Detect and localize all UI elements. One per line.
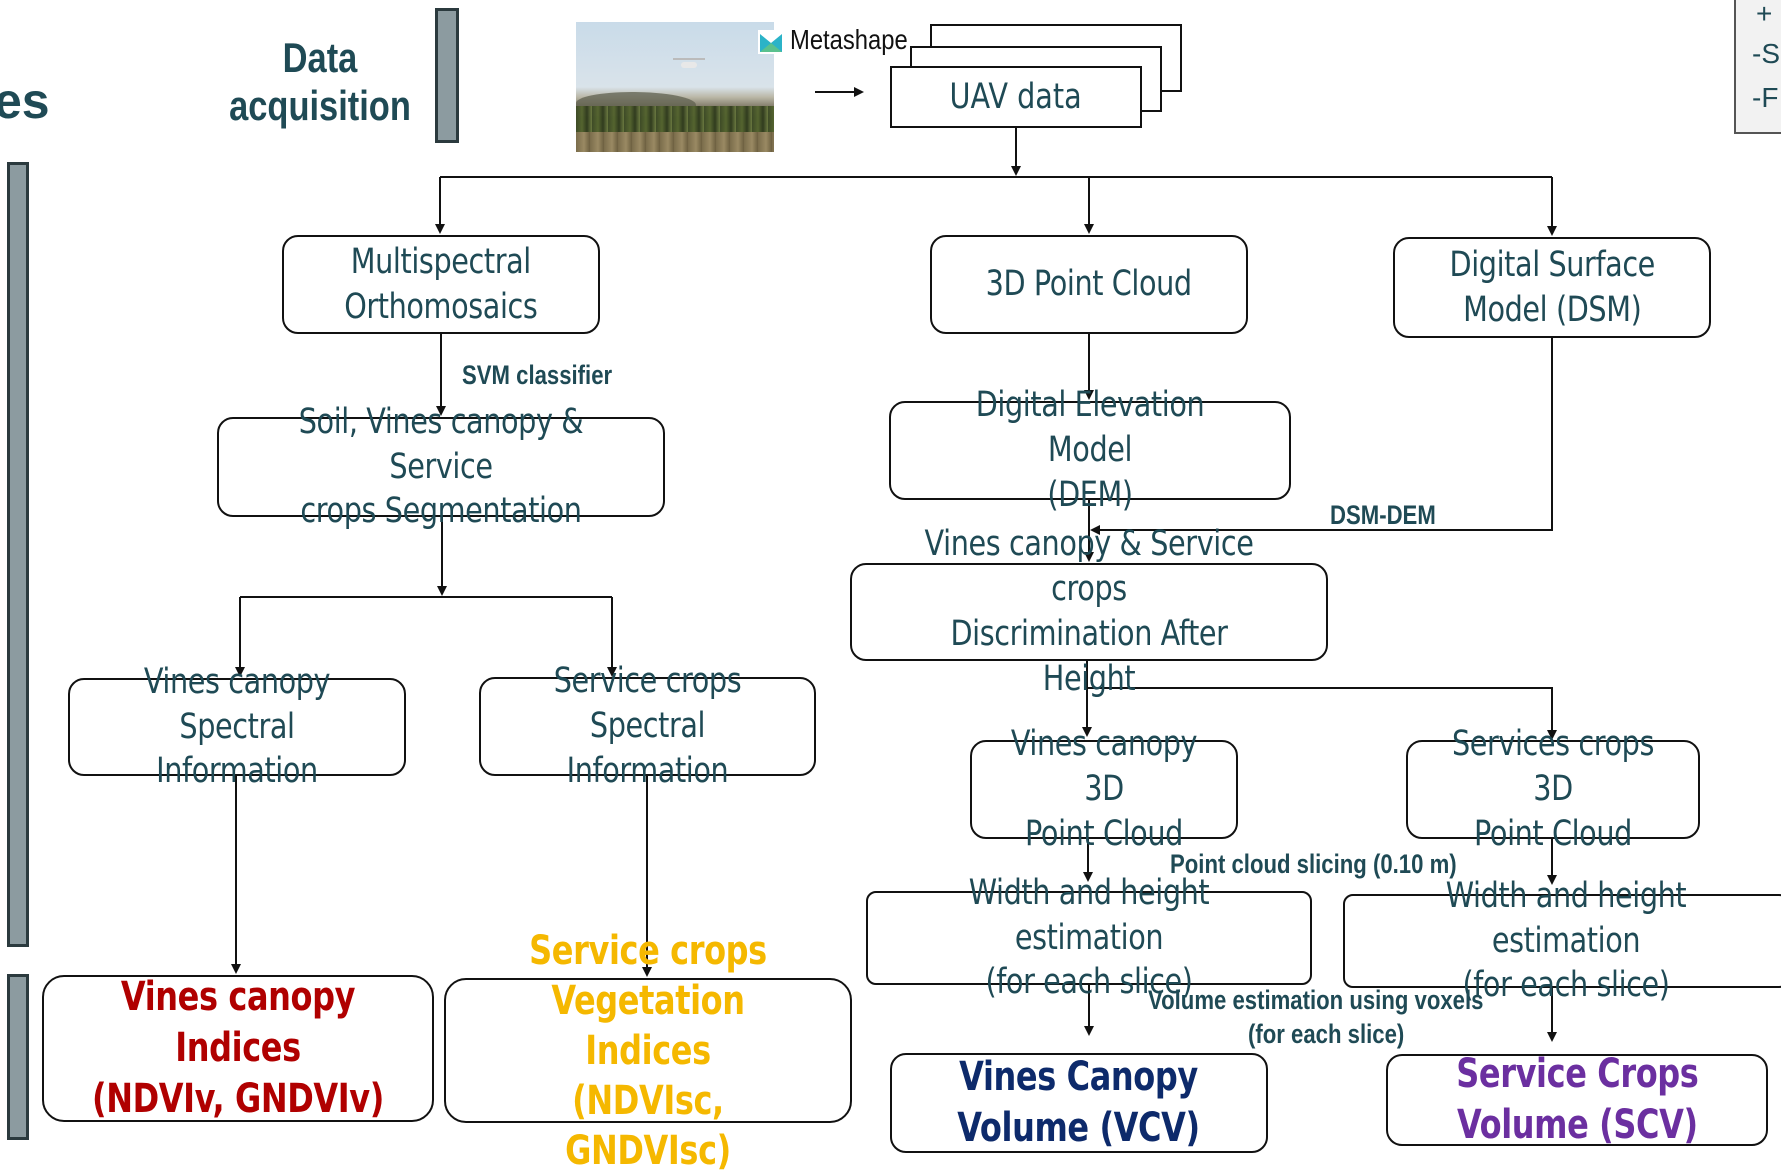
service-indices-output: Service crops Vegetation Indices (NDVIsc… (444, 928, 852, 1174)
voxel-label-line1: Volume estimation using voxels (1148, 985, 1484, 1015)
vines-indices-output: Vines canopy Indices (NDVIv, GNDVIv) (42, 974, 434, 1122)
connector-lines (231, 87, 1557, 1042)
svm-classifier-label: SVM classifier (462, 360, 613, 390)
drone-icon (681, 62, 697, 68)
width-estimation-right-box: Width and height estimation (for each sl… (1343, 876, 1781, 1005)
vines-3d-box: Vines canopy 3D Point Cloud (970, 724, 1238, 854)
metashape-logo-icon (758, 30, 784, 54)
section-bar-processing (7, 162, 29, 947)
segmentation-box: Soil, Vines canopy & Service crops Segme… (217, 402, 665, 531)
dem-box: Digital Elevation Model (DEM) (889, 385, 1291, 515)
service-spectral-box: Service crops Spectral Information (479, 661, 816, 791)
multispectral-orthomosaics-box: Multispectral Orthomosaics (282, 235, 600, 334)
discrimination-box: Vines canopy & Service crops Discriminat… (850, 524, 1328, 699)
legend-line-3: -F (1752, 82, 1779, 113)
slicing-label: Point cloud slicing (0.10 m) (1170, 849, 1457, 879)
legend-panel-clipped: + -S -F (1734, 0, 1781, 134)
dsm-dem-label: DSM-DEM (1330, 500, 1436, 530)
scv-output: Service Crops Volume (SCV) (1386, 1051, 1768, 1148)
width-estimation-left-box: Width and height estimation (for each sl… (866, 873, 1312, 1002)
vines-spectral-box: Vines canopy Spectral Information (68, 662, 406, 791)
section-bar-acquisition (435, 8, 459, 143)
vcv-output: Vines Canopy Volume (VCV) (890, 1053, 1268, 1153)
drone-photo (576, 22, 774, 152)
metashape-label: Metashape (790, 24, 908, 55)
uav-data-box: UAV data (890, 66, 1142, 128)
stage-label-data-acquisition: Data acquisition (229, 34, 411, 130)
left-clipped-text: es (0, 73, 50, 129)
legend-line-1: + (1756, 0, 1773, 29)
service-3d-box: Services crops 3D Point Cloud (1406, 724, 1700, 854)
legend-line-2: -S (1752, 38, 1780, 69)
dsm-box: Digital Surface Model (DSM) (1393, 237, 1711, 338)
voxel-label-line2: (for each slice) (1248, 1019, 1405, 1049)
point-cloud-box: 3D Point Cloud (930, 235, 1248, 334)
section-bar-outputs (7, 974, 29, 1140)
